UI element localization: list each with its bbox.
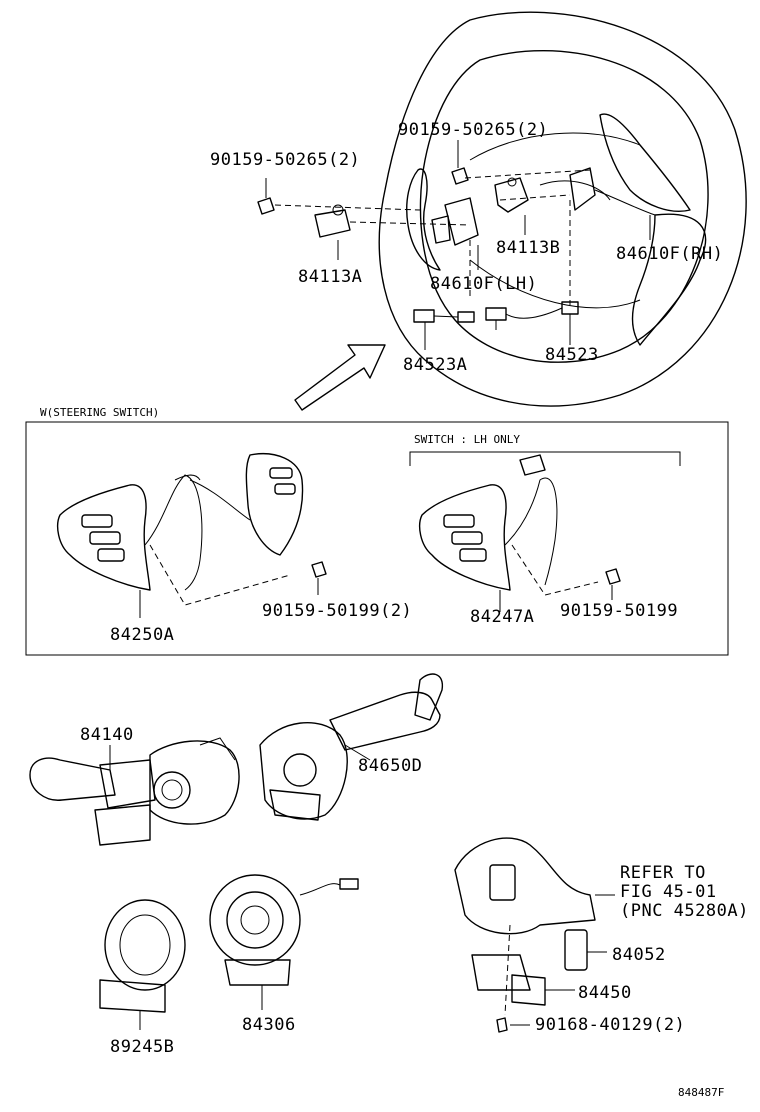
bolt-icon xyxy=(451,140,469,185)
diagram-id: 848487F xyxy=(678,1086,724,1099)
bolt-icon xyxy=(311,561,327,578)
label-ignition-screw: 90168-40129(2) xyxy=(535,1015,685,1035)
label-wiper-switch: 84650D xyxy=(358,756,422,776)
bracket-84113b-shape xyxy=(494,177,529,213)
label-switch-bolt-2: 90159-50199(2) xyxy=(262,601,412,621)
label-bolt-upper-left: 90159-50265(2) xyxy=(210,150,360,170)
steering-sensor-shape xyxy=(99,899,186,1013)
bolt-icon xyxy=(257,178,275,215)
label-harness-a: 84523A xyxy=(403,355,467,375)
label-switch-lh: 84247A xyxy=(470,607,534,627)
harness-shape xyxy=(413,301,579,330)
label-bracket-a: 84113A xyxy=(298,267,362,287)
label-harness: 84523 xyxy=(545,345,599,365)
subsection-label: SWITCH : LH ONLY xyxy=(414,433,520,446)
label-switch-assy-a: 84250A xyxy=(110,625,174,645)
steering-wheel xyxy=(378,11,747,407)
label-ignition-switch: 84450 xyxy=(578,983,632,1003)
label-ignition-part: 84052 xyxy=(612,945,666,965)
paddle-lh xyxy=(406,168,479,271)
turn-signal-switch-shape xyxy=(29,737,240,846)
switch-lh-84247a-shape xyxy=(419,454,558,591)
bracket-84113a-shape xyxy=(314,204,351,238)
assembly-arrow-icon xyxy=(294,344,386,411)
label-switch-bolt: 90159-50199 xyxy=(560,601,678,621)
label-paddle-rh: 84610F(RH) xyxy=(616,244,723,264)
subsection-bracket xyxy=(409,451,681,466)
label-steering-sensor: 89245B xyxy=(110,1037,174,1057)
label-bolt-upper-right: 90159-50265(2) xyxy=(398,120,548,140)
ignition-switch-shape xyxy=(454,837,596,1033)
section-label: W(STEERING SWITCH) xyxy=(40,406,159,419)
spiral-cable-shape xyxy=(209,874,359,986)
reference-line-2: FIG 45-01 xyxy=(620,882,717,902)
bolt-icon xyxy=(605,568,621,585)
reference-line-1: REFER TO xyxy=(620,863,706,883)
label-bracket-b: 84113B xyxy=(496,238,560,258)
paddle-rh xyxy=(569,113,707,346)
steering-switch-box xyxy=(25,421,729,656)
label-turn-signal-switch: 84140 xyxy=(80,725,134,745)
label-spiral-cable: 84306 xyxy=(242,1015,296,1035)
wiper-switch-shape xyxy=(259,673,444,821)
reference-line-3: (PNC 45280A) xyxy=(620,901,749,921)
label-paddle-lh: 84610F(LH) xyxy=(430,274,537,294)
switch-assy-84250a-shape xyxy=(57,453,304,591)
